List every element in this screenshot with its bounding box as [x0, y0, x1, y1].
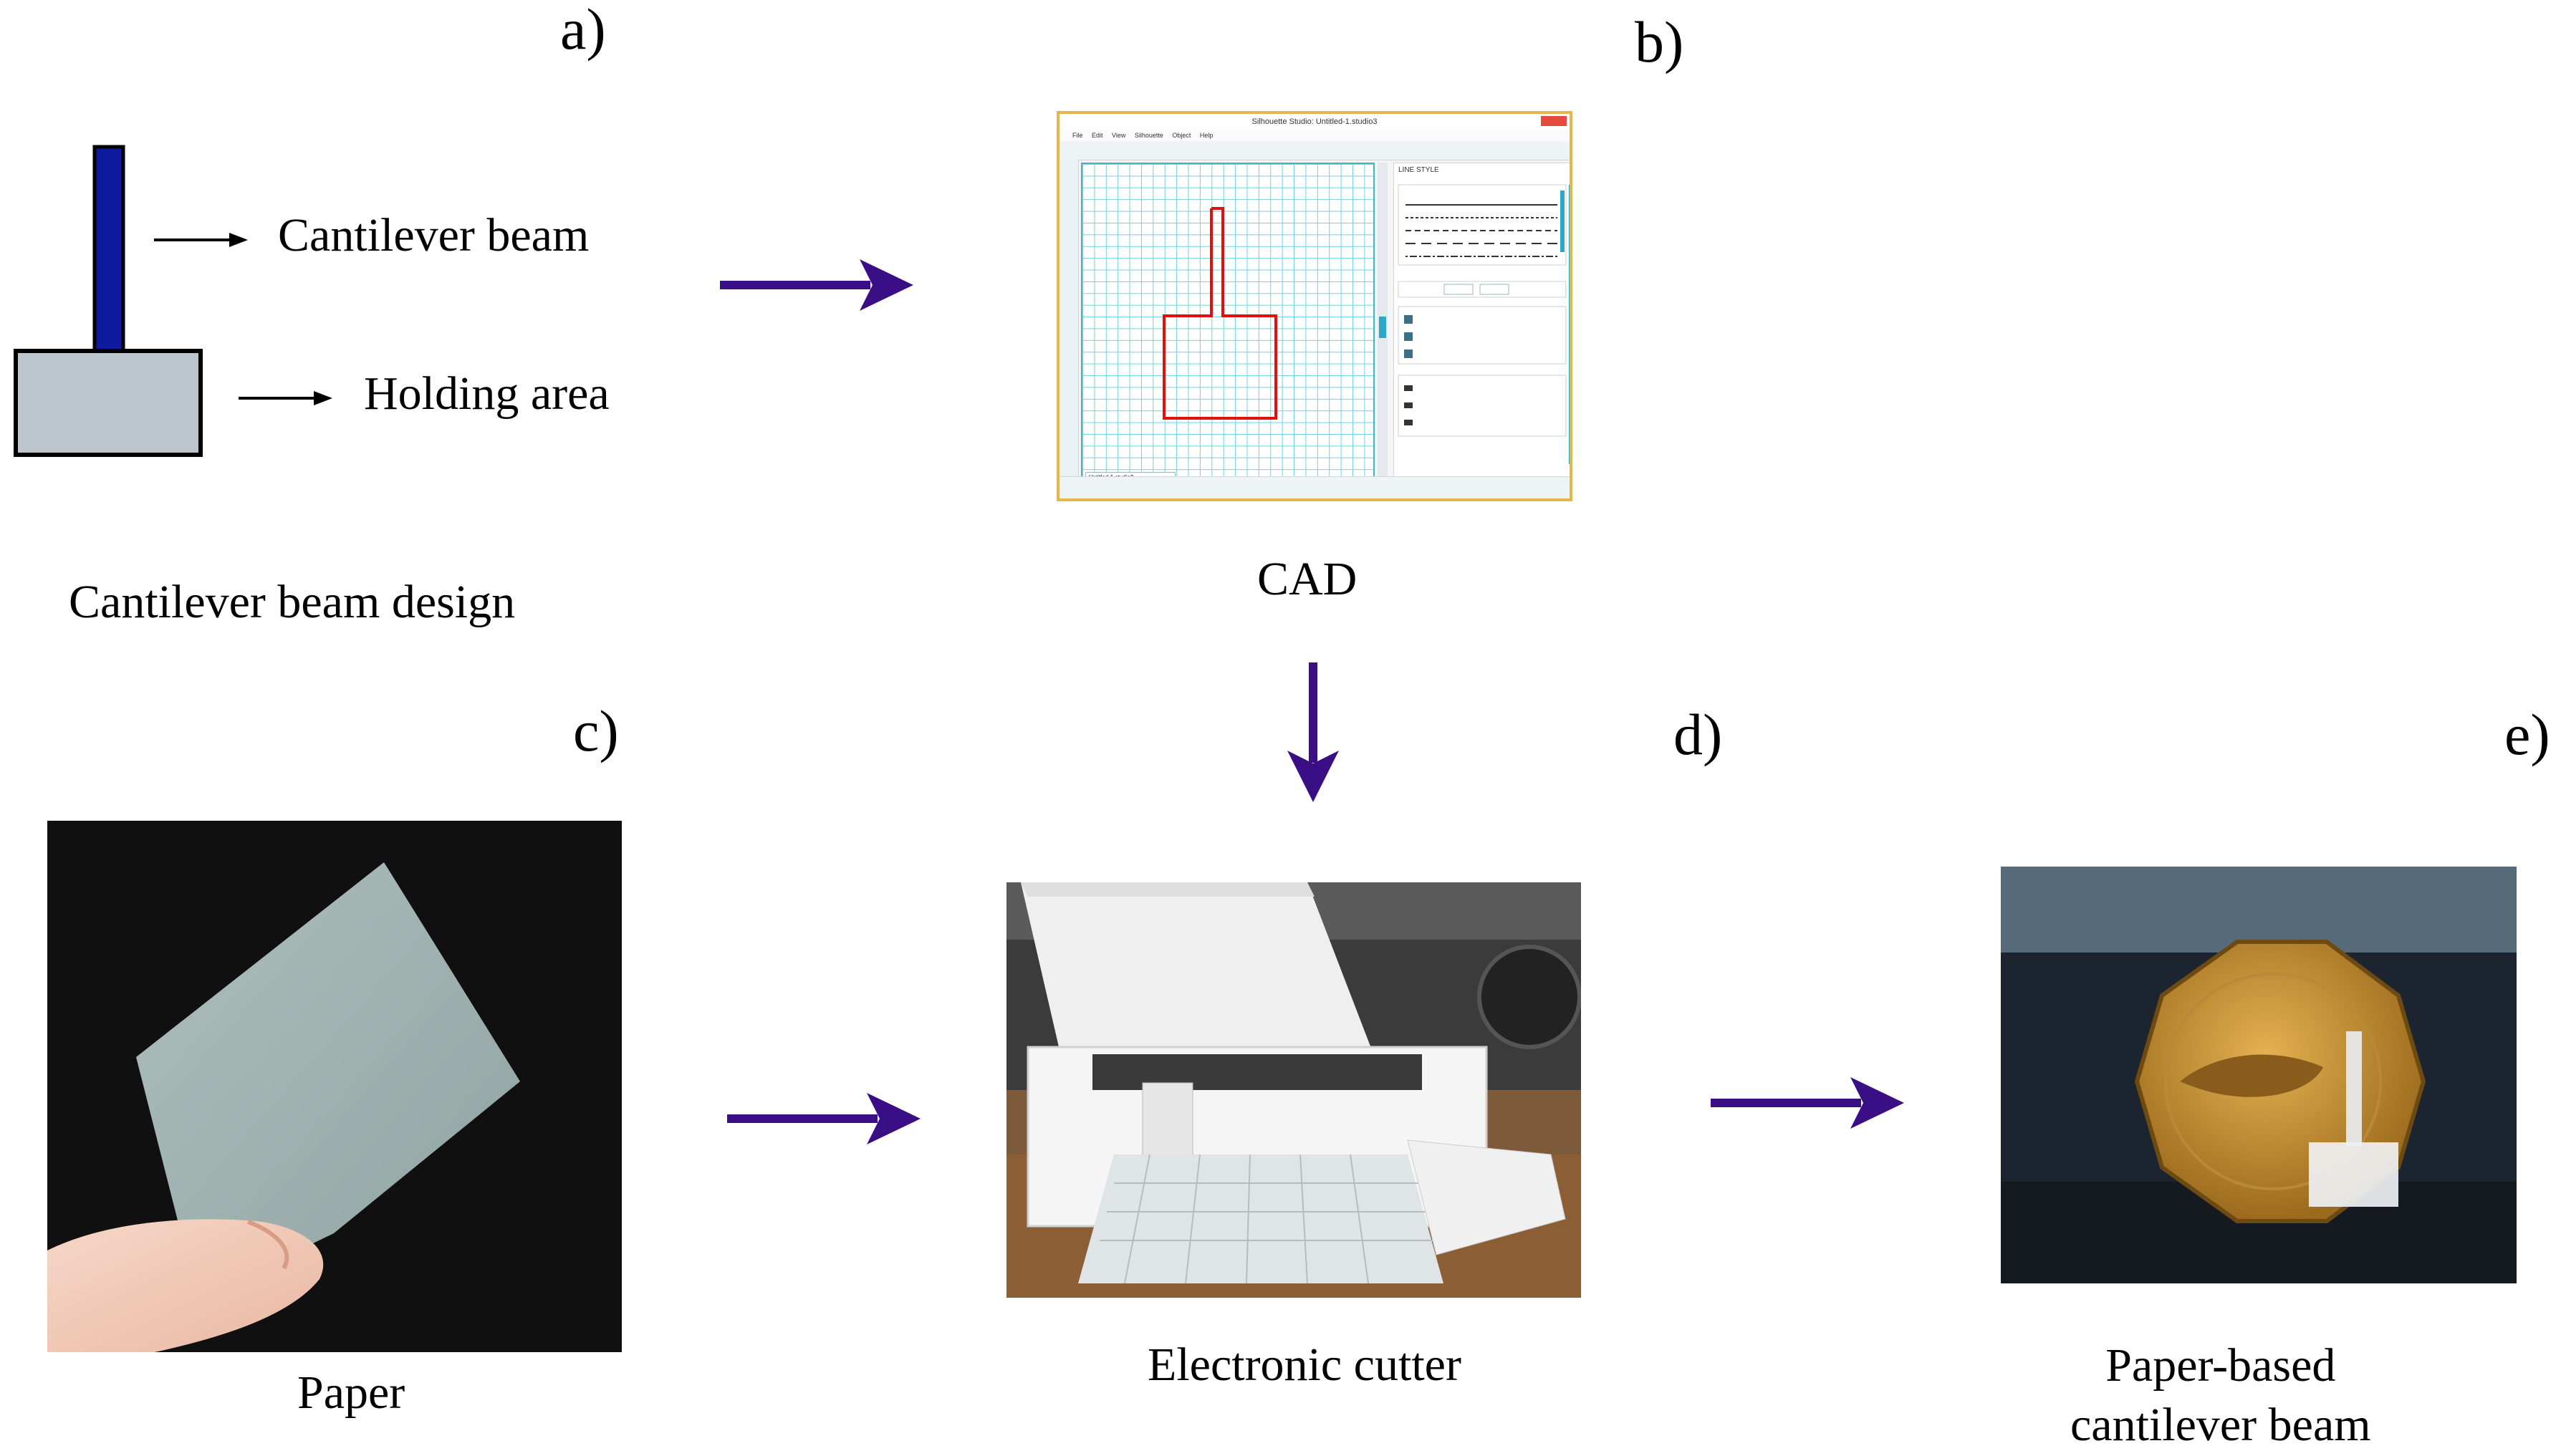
- arrow-paper-to-cutter: [727, 1093, 921, 1144]
- cad-beam-outline: [1163, 207, 1277, 420]
- cad-screenshot: Silhouette Studio: Untitled-1.studio3 Fi…: [1057, 111, 1572, 501]
- panel-label-e: e): [2504, 702, 2550, 767]
- cutting-mat: [1078, 1154, 1443, 1283]
- paper-caption: Paper: [297, 1366, 405, 1419]
- cad-line-style-panel: LINE STYLE: [1393, 163, 1570, 485]
- panel-label-d: d): [1673, 702, 1723, 767]
- result-caption: Paper-based cantilever beam: [2070, 1336, 2371, 1455]
- cad-toolbar: [1059, 141, 1570, 160]
- result-caption-line1: Paper-based: [2105, 1339, 2336, 1392]
- holding-pointer-arrow: [239, 391, 332, 405]
- cad-close-icon: [1541, 116, 1567, 126]
- arrow-cutter-to-result: [1711, 1077, 1904, 1129]
- cad-caption: CAD: [1257, 553, 1358, 605]
- paper-sheet: [136, 862, 520, 1299]
- beam-pointer-arrow: [154, 233, 248, 247]
- cad-vertical-scroll: [1378, 163, 1388, 485]
- cutter-lid: [1021, 882, 1379, 1069]
- cad-menu-bar: File Edit View Silhouette Object Help: [1059, 130, 1570, 141]
- beam-label: Cantilever beam: [278, 209, 590, 261]
- holding-area-shape: [14, 349, 203, 457]
- design-caption: Cantilever beam design: [69, 576, 516, 628]
- paper-photo: [47, 821, 622, 1352]
- cantilever-beam-shape: [92, 145, 125, 357]
- paper-holding-area: [2309, 1142, 2398, 1207]
- hand: [47, 1219, 324, 1352]
- cad-bottom-bar: [1059, 476, 1570, 498]
- cad-tool-sidebar: [1059, 160, 1079, 477]
- holding-area-label: Holding area: [364, 367, 610, 420]
- cad-grid-canvas: [1081, 163, 1375, 485]
- cad-panel-title: LINE STYLE: [1398, 166, 1439, 174]
- paper-beam: [2346, 1031, 2362, 1146]
- cad-window-title: Silhouette Studio: Untitled-1.studio3: [1059, 114, 1570, 130]
- panel-label-c: c): [573, 698, 619, 763]
- cutter-caption: Electronic cutter: [1148, 1339, 1461, 1391]
- panel-label-b: b): [1635, 9, 1684, 74]
- result-caption-line2: cantilever beam: [2070, 1398, 2371, 1451]
- result-photo: [2001, 867, 2517, 1283]
- cutter-photo: [1006, 882, 1581, 1298]
- panel-label-a: a): [560, 0, 606, 62]
- arrow-cad-to-cutter: [1287, 662, 1339, 802]
- arrow-design-to-cad: [720, 259, 913, 311]
